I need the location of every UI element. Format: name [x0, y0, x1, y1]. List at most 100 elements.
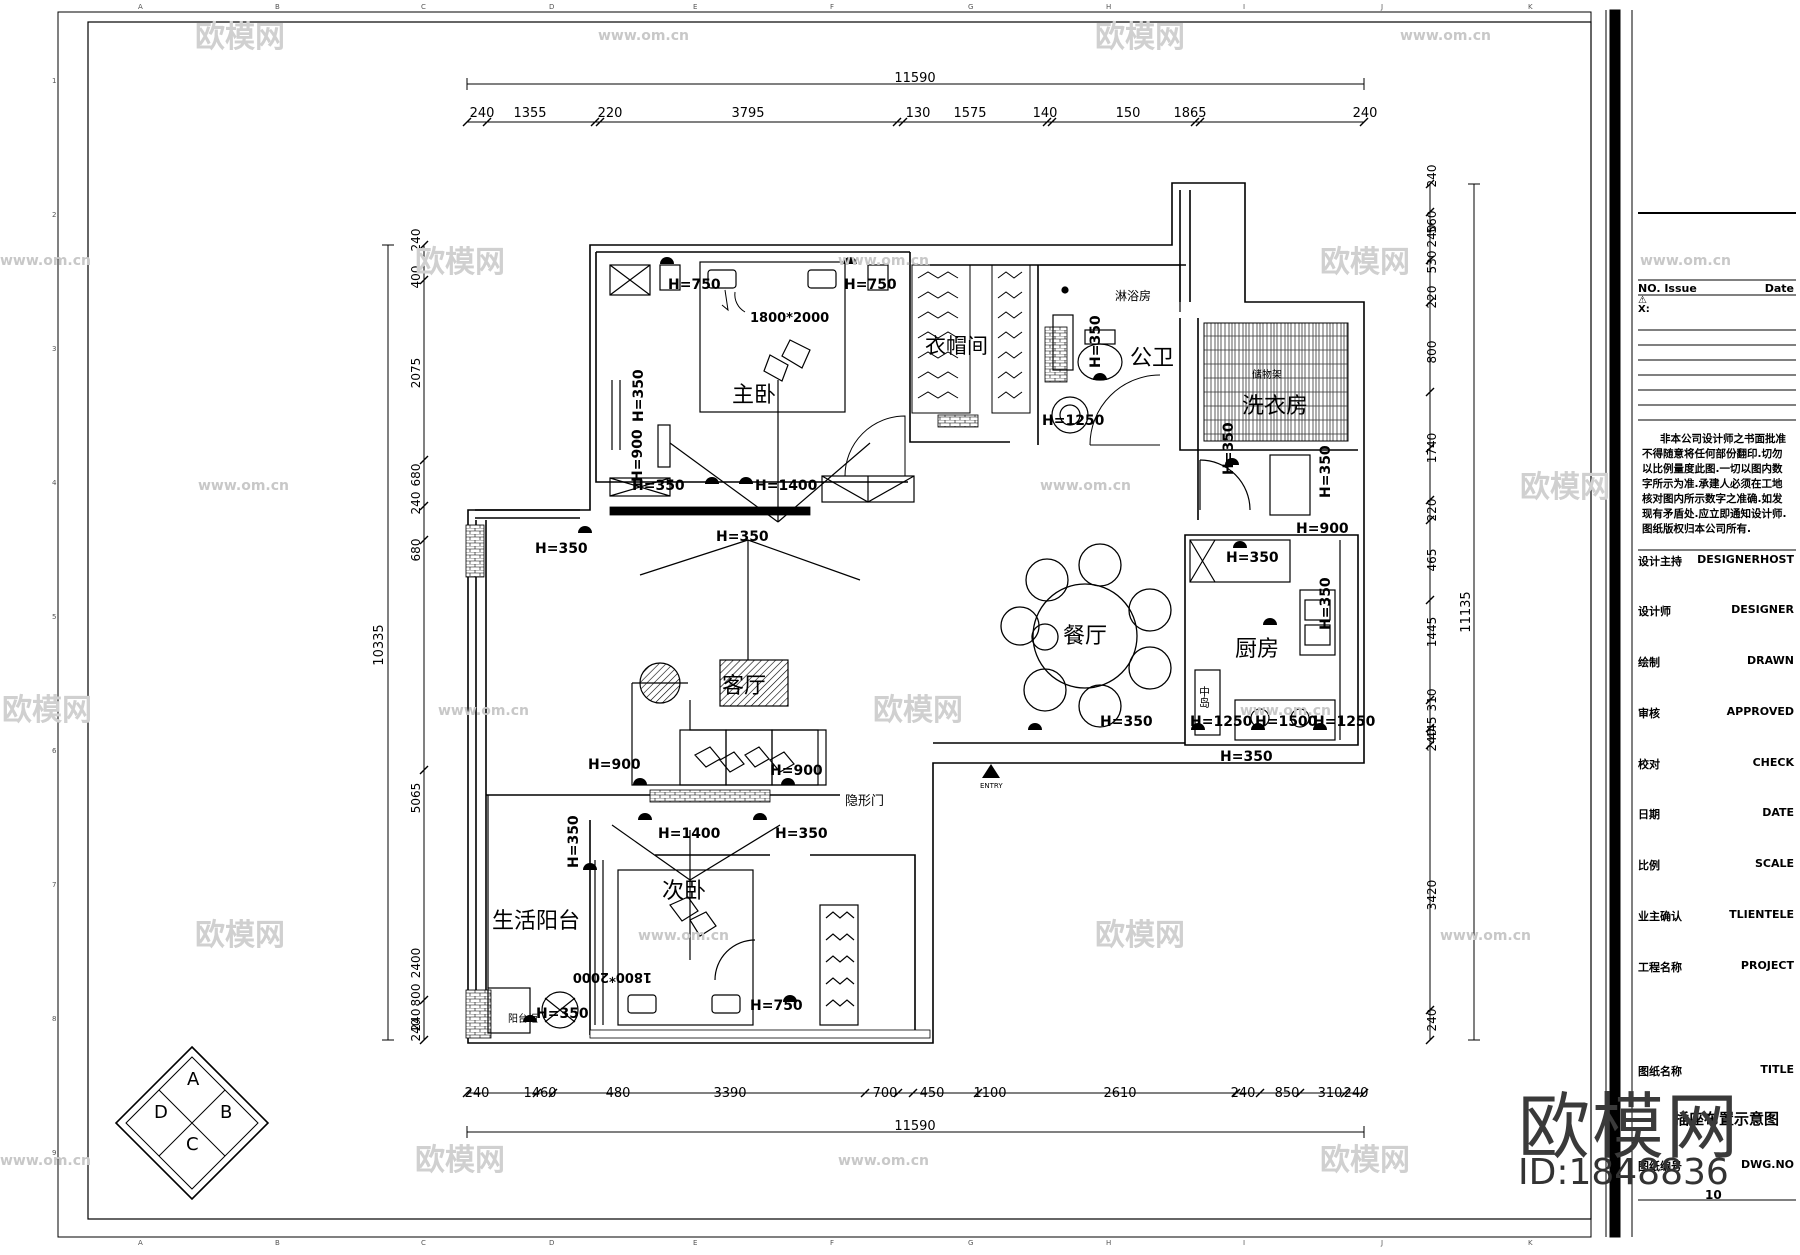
socket-icon: [739, 477, 753, 484]
title-block: NO. Issue Date ⚠ X: 非本公司设计师之书面批准不得随意将任何部…: [1632, 0, 1800, 1255]
dim-bottom-seg: 240: [1344, 1086, 1369, 1101]
dim-top-seg: 140: [1033, 106, 1058, 121]
walls: [467, 182, 1365, 1044]
dim-right-seg: 240: [1425, 165, 1439, 188]
dim-right-total: 11135: [1459, 591, 1474, 632]
socket-icon: [578, 526, 592, 533]
title-row-cn: 比例: [1638, 859, 1660, 872]
dining-table: [1000, 543, 1172, 728]
title-row-en: DESIGNER: [1731, 603, 1794, 616]
grid-letter-top: G: [968, 3, 973, 11]
grid-letter-top: D: [549, 3, 554, 11]
dim-bottom-seg: 3390: [713, 1086, 746, 1101]
socket-icon: [781, 778, 795, 785]
grid-letter-top: I: [1243, 3, 1245, 11]
grid-number-left: 2: [52, 211, 56, 219]
watermark-brand-10: 欧模网: [1320, 1143, 1410, 1178]
watermark-brand-1: 欧模网: [195, 20, 285, 55]
socket-icon: [1313, 723, 1327, 730]
h900-laundry: H=900: [1296, 521, 1349, 537]
grid-letter-bottom: D: [549, 1239, 554, 1247]
watermark-site-4: www.om.cn: [838, 253, 929, 269]
h750-second: H=750: [750, 998, 803, 1014]
h1250-k1: H=1250: [1190, 714, 1253, 730]
h350-kitchen-side: H=350: [1318, 577, 1334, 630]
dim-right-seg: 465: [1425, 549, 1439, 572]
dim-bottom-seg: 240: [465, 1086, 490, 1101]
watermark-site-8: www.om.cn: [438, 703, 529, 719]
wall-fills: [465, 326, 1068, 1039]
dim-left-seg: 5065: [409, 783, 423, 814]
grid-number-left: 8: [52, 1015, 56, 1023]
grid-letter-bottom: I: [1243, 1239, 1245, 1247]
h350-laundry: H=350: [1221, 422, 1237, 475]
grid-letter-top: A: [138, 3, 143, 11]
h1500-k: H=1500: [1255, 714, 1318, 730]
dimension-labels: 11590 11590 10335 11135: [372, 71, 1474, 1134]
title-block-lines: [1638, 212, 1796, 1201]
dim-right-seg: 240: [1425, 225, 1439, 248]
watermark-brand-3: 欧模网: [415, 245, 505, 280]
h750-a: H=750: [668, 277, 721, 293]
dim-left-seg: 2400: [409, 948, 423, 979]
dim-left-seg: 680: [409, 539, 423, 562]
watermark-brand-7: 欧模网: [195, 918, 285, 953]
h350-laundry-right: H=350: [1318, 445, 1334, 498]
h1250-k2: H=1250: [1313, 714, 1376, 730]
socket-icon: [523, 1015, 537, 1022]
h1400-second: H=1400: [658, 826, 721, 842]
dim-bottom-seg: 480: [606, 1086, 631, 1101]
dim-left-total: 10335: [372, 624, 387, 665]
room-dining: 餐厅: [1063, 624, 1107, 649]
socket-icon: [705, 477, 719, 484]
height-labels: H=750 H=750 H=350 H=900 H=350 H=1400 H=3…: [535, 277, 1376, 1022]
title-row-en: DWG.NO: [1740, 1158, 1794, 1171]
grid-letter-top: E: [693, 3, 697, 11]
dim-bottom-seg: 850: [1275, 1086, 1300, 1101]
grid-number-left: 5: [52, 613, 56, 621]
title-row-en: SCALE: [1754, 857, 1794, 870]
dim-bottom-seg: 1460: [523, 1086, 556, 1101]
watermark-brand-5: 欧模网: [2, 693, 92, 728]
room-cloakroom: 衣帽间: [925, 334, 988, 358]
socket-icon: [633, 778, 647, 785]
dim-left-seg: 2075: [409, 358, 423, 389]
room-laundry-small: 储物架: [1252, 368, 1282, 381]
title-row-en: TITLE: [1760, 1063, 1794, 1076]
watermark-brand-6: 欧模网: [873, 693, 963, 728]
title-row-cn: 审核: [1638, 707, 1660, 720]
dim-bottom-seg: 310: [1318, 1086, 1343, 1101]
dim-left-seg: 400: [409, 266, 423, 289]
socket-icon: [660, 257, 674, 264]
h350-living-left: H=350: [535, 541, 588, 557]
dim-right-segments: 2405602405302208001740220465144531044524…: [1425, 165, 1439, 1032]
grid-letter-top: F: [830, 3, 834, 11]
watermark-site-10: www.om.cn: [638, 928, 729, 944]
dim-right-seg: 220: [1425, 499, 1439, 522]
dim-right-seg: 220: [1425, 286, 1439, 309]
drawing-title: 插座布置示意图: [1674, 1110, 1780, 1128]
dim-left-seg: 240: [409, 492, 423, 515]
title-row-cn: 工程名称: [1638, 961, 1682, 974]
issue-header: NO. Issue Date ⚠ X:: [1638, 282, 1794, 315]
watermark-site-1: www.om.cn: [598, 28, 689, 44]
title-row-en: CHECK: [1752, 756, 1794, 769]
watermark-brand-2: 欧模网: [1095, 20, 1185, 55]
title-row-cn: 日期: [1638, 808, 1660, 821]
dim-left-seg: 240: [409, 229, 423, 252]
issue-label: NO. Issue: [1638, 282, 1697, 295]
room-balcony: 生活阳台: [492, 909, 580, 934]
grid-number-left: 3: [52, 345, 56, 353]
watermark-site-2: www.om.cn: [1400, 28, 1491, 44]
dim-right-seg: 800: [1425, 341, 1439, 364]
watermark-id: ID:1848836: [1518, 1152, 1729, 1193]
compass-a: A: [187, 1069, 200, 1090]
grid-letter-top: C: [421, 3, 426, 11]
dim-bottom-seg: 450: [920, 1086, 945, 1101]
grid-letter-top: B: [275, 3, 280, 11]
watermark-site-11: www.om.cn: [1440, 928, 1531, 944]
dim-left-seg: 680: [409, 464, 423, 487]
